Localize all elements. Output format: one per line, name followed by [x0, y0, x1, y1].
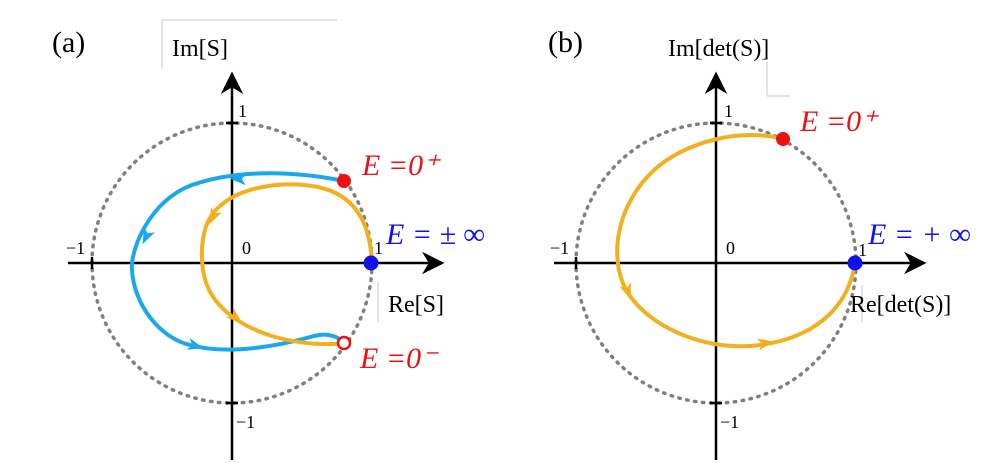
x-axis-title: Re[det(S)]	[850, 292, 951, 318]
blue-curve-arrow	[186, 338, 204, 350]
marker-e-zero-minus	[336, 335, 352, 351]
origin-label: 0	[726, 238, 735, 258]
tick-label-pos-y: 1	[238, 101, 247, 121]
blue-curve-arrow	[142, 227, 155, 245]
blue-curve	[129, 171, 346, 352]
tick-label-neg-y: −1	[236, 412, 255, 432]
origin-label: 0	[242, 238, 251, 258]
annotation-e-inf: E = + ∞	[867, 218, 971, 251]
annotation-e-inf: E = ± ∞	[385, 218, 485, 251]
orange-curve	[199, 182, 374, 347]
panel-b-label: (b)	[548, 26, 583, 59]
annotation-e-zero-plus: E =0⁺	[361, 149, 441, 182]
marker-e-inf	[847, 255, 863, 271]
orange-curve-arrow	[226, 308, 243, 324]
blue-curve-arrow	[230, 173, 247, 186]
marker-e-inf	[363, 255, 379, 271]
y-axis-title: Im[S]	[172, 36, 228, 62]
panel-b: (b) −1 1 1 −1 0 Im[det(S)] Re[det(S)]	[548, 26, 971, 460]
panel-a: (a) −1 1 1 −1 0 Im[S] Re[S]	[52, 19, 485, 460]
tick-label-pos-y: 1	[724, 101, 733, 121]
tick-label-pos-x: 1	[858, 240, 867, 260]
tick-label-neg-x: −1	[66, 238, 85, 258]
orange-curve-arrow	[209, 207, 222, 225]
tick-label-pos-x: 1	[374, 238, 383, 258]
tick-label-neg-x: −1	[550, 238, 569, 258]
x-axis-title: Re[S]	[388, 292, 444, 318]
marker-e-zero-plus	[776, 132, 790, 146]
annotation-e-zero-plus: E =0⁺	[799, 105, 879, 138]
orange-curve-arrow	[619, 282, 631, 300]
orange-curve-arrow	[757, 338, 774, 351]
annotation-e-zero-minus: E =0⁻	[359, 342, 439, 375]
orange-curve	[615, 133, 857, 349]
marker-e-zero-plus	[337, 174, 351, 188]
tick-label-neg-y: −1	[720, 412, 739, 432]
y-axis-title: Im[det(S)]	[668, 36, 769, 62]
panel-a-label: (a)	[52, 26, 85, 59]
